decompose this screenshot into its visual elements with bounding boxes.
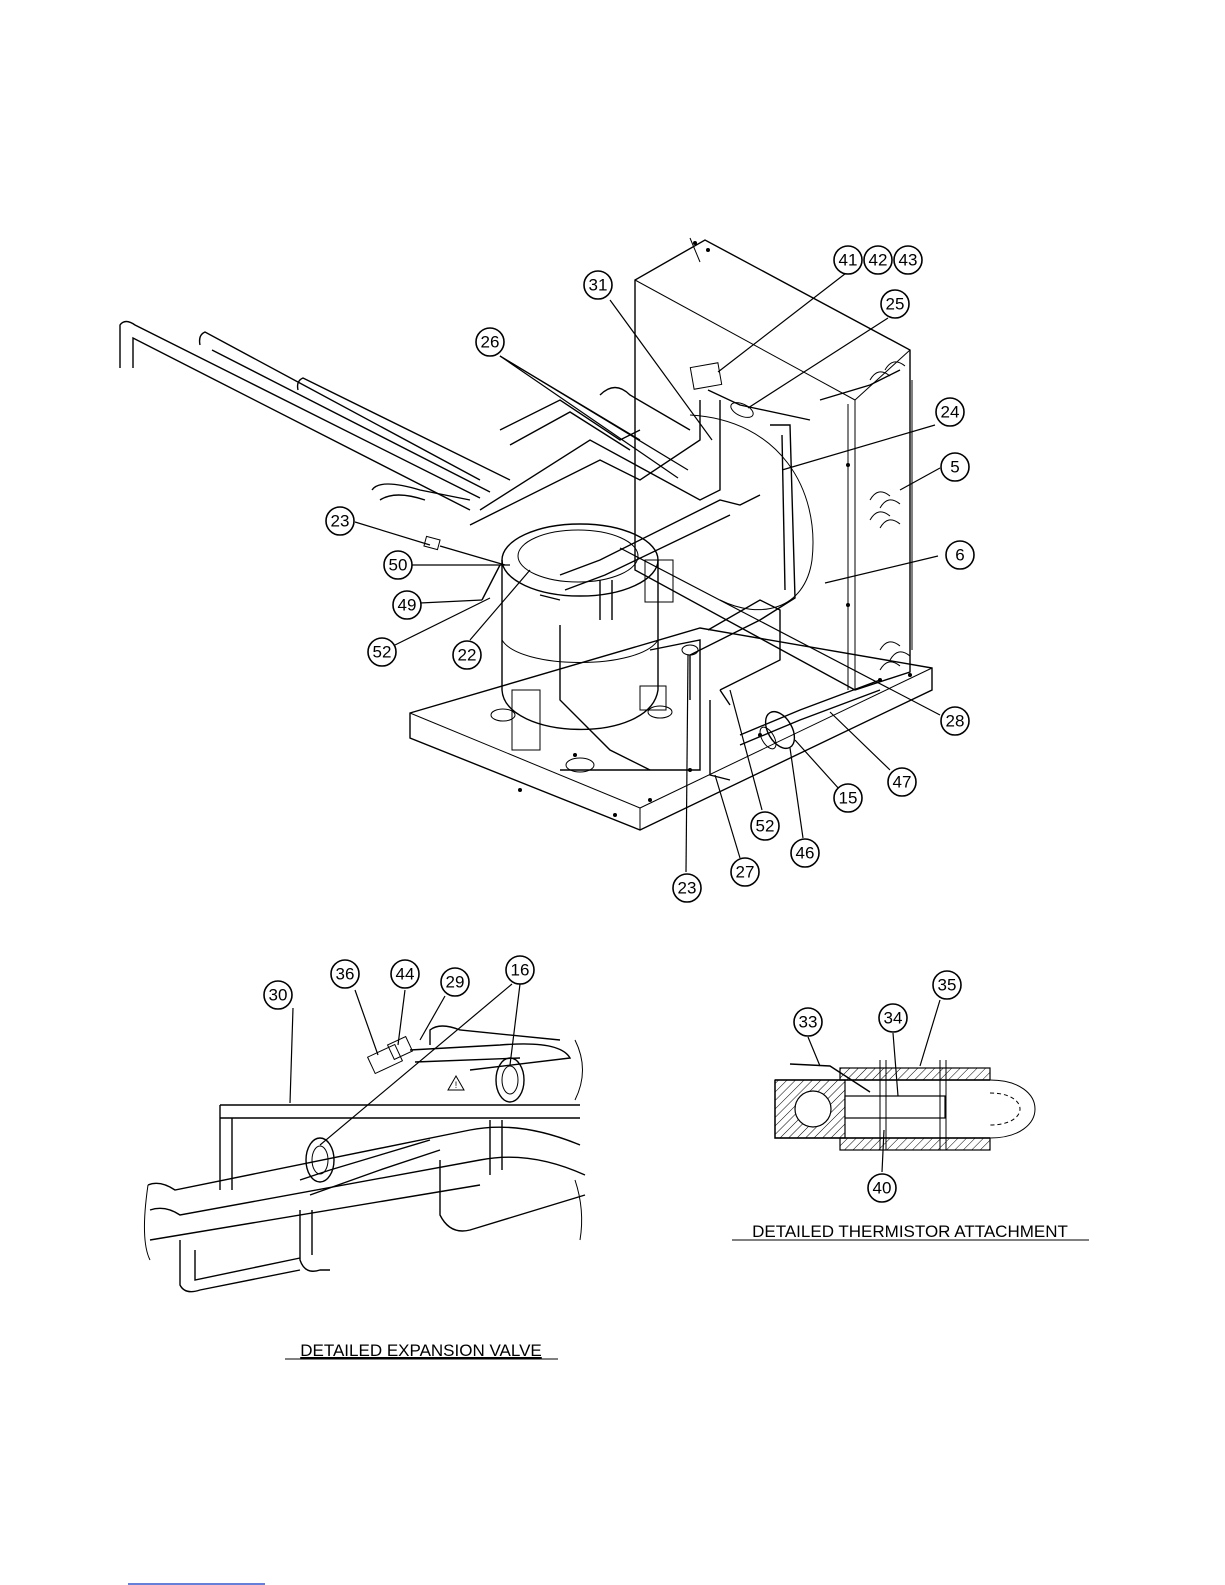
svg-text:49: 49 [398,596,417,615]
expansion-valve-callouts: 30 36 44 29 16 [264,956,534,1009]
svg-text:22: 22 [458,646,477,665]
callout-27: 27 [731,858,759,886]
callout-49: 49 [393,591,421,619]
svg-text:5: 5 [950,458,959,477]
svg-text:25: 25 [886,295,905,314]
callout-28: 28 [941,707,969,735]
expansion-valve-detail: ! 30 36 44 29 16 DETAILED EXPANSION VALV… [144,956,585,1360]
callout-26: 26 [476,328,504,356]
svg-text:16: 16 [511,961,530,980]
callout-25: 25 [881,290,909,318]
svg-text:47: 47 [893,773,912,792]
thermistor-caption: DETAILED THERMISTOR ATTACHMENT [752,1222,1068,1241]
svg-text:52: 52 [373,643,392,662]
svg-text:34: 34 [884,1009,903,1028]
svg-text:23: 23 [331,512,350,531]
svg-text:43: 43 [899,251,918,270]
main-assembly-drawing: 31 41 42 43 25 26 24 5 6 23 50 49 52 22 … [120,238,974,902]
suction-line [120,322,510,511]
callout-44: 44 [391,960,419,988]
expansion-valve-caption: DETAILED EXPANSION VALVE [300,1341,542,1360]
callout-34: 34 [879,1004,907,1032]
svg-text:33: 33 [799,1013,818,1032]
svg-text:29: 29 [446,973,465,992]
callout-52-left: 52 [368,638,396,666]
callout-47: 47 [888,768,916,796]
callout-22: 22 [453,641,481,669]
callout-15: 15 [834,784,862,812]
callout-30: 30 [264,981,292,1009]
thermistor-detail: 33 34 35 40 DETAILED THERMISTOR ATTACHME… [732,971,1089,1241]
svg-text:6: 6 [955,546,964,565]
filter-drier [740,680,880,753]
svg-text:46: 46 [796,844,815,863]
callout-6: 6 [946,541,974,569]
callout-5: 5 [941,453,969,481]
svg-text:35: 35 [938,976,957,995]
callout-36: 36 [331,960,359,988]
callout-31: 31 [584,271,612,299]
callout-41: 41 [834,246,862,274]
svg-text:27: 27 [736,863,755,882]
svg-text:36: 36 [336,965,355,984]
callout-16: 16 [506,956,534,984]
svg-text:40: 40 [873,1179,892,1198]
callout-24: 24 [936,398,964,426]
svg-text:15: 15 [839,789,858,808]
svg-text:50: 50 [389,556,408,575]
svg-text:52: 52 [756,817,775,836]
callout-33: 33 [794,1008,822,1036]
callout-29: 29 [441,968,469,996]
svg-text:26: 26 [481,333,500,352]
main-leader-lines [355,270,940,872]
svg-text:30: 30 [269,986,288,1005]
callout-40: 40 [868,1174,896,1202]
svg-text:42: 42 [869,251,888,270]
callout-23-upper: 23 [326,507,354,535]
callout-43: 43 [894,246,922,274]
svg-text:24: 24 [941,403,960,422]
svg-text:23: 23 [678,879,697,898]
condenser-unit [635,238,912,690]
callout-52-right: 52 [751,812,779,840]
svg-text:44: 44 [396,965,415,984]
callout-42: 42 [864,246,892,274]
callout-50: 50 [384,551,412,579]
svg-text:41: 41 [839,251,858,270]
callout-23-lower: 23 [673,874,701,902]
svg-text:!: ! [455,1080,458,1090]
svg-text:28: 28 [946,712,965,731]
callout-46: 46 [791,839,819,867]
callout-35: 35 [933,971,961,999]
svg-text:31: 31 [589,276,608,295]
